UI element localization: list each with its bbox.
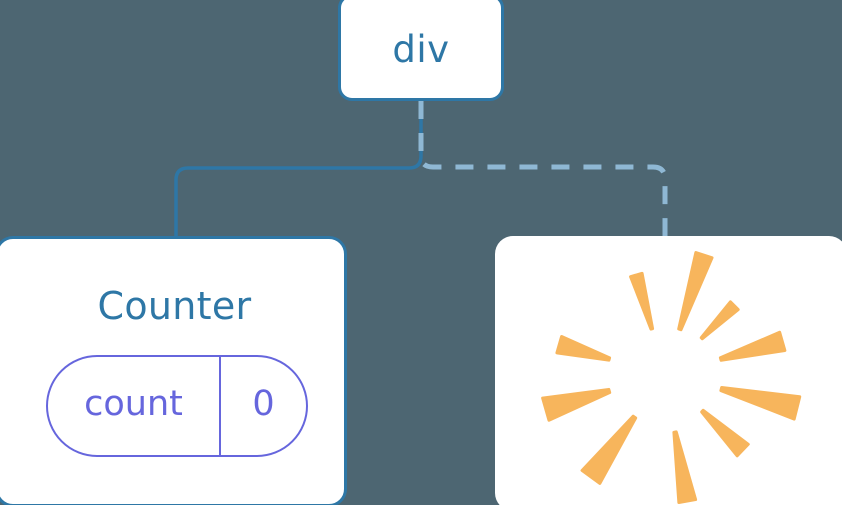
edge-div-counter — [174, 99, 423, 240]
node-div-label: div — [392, 28, 450, 71]
sparkle-burst-icon — [541, 251, 802, 505]
node-counter[interactable]: Counter count 0 — [0, 236, 347, 505]
state-pill-count[interactable]: count 0 — [46, 355, 308, 457]
burst-ray-4 — [700, 408, 750, 458]
burst-ray-9 — [629, 271, 655, 331]
burst-ray-3 — [719, 385, 802, 421]
node-counter-label: Counter — [97, 284, 252, 328]
burst-ray-5 — [672, 430, 698, 505]
state-pill-value: 0 — [252, 383, 275, 424]
burst-ray-6 — [580, 414, 638, 485]
burst-ray-7 — [541, 387, 612, 422]
burst-ray-2 — [718, 330, 787, 362]
state-pill-key: count — [48, 357, 221, 455]
burst-ray-1 — [699, 300, 740, 341]
edge-div-burst — [418, 101, 668, 238]
node-div[interactable]: div — [338, 0, 504, 101]
node-burst[interactable] — [495, 236, 842, 505]
burst-ray-0 — [677, 251, 714, 332]
burst-ray-8 — [555, 335, 612, 362]
